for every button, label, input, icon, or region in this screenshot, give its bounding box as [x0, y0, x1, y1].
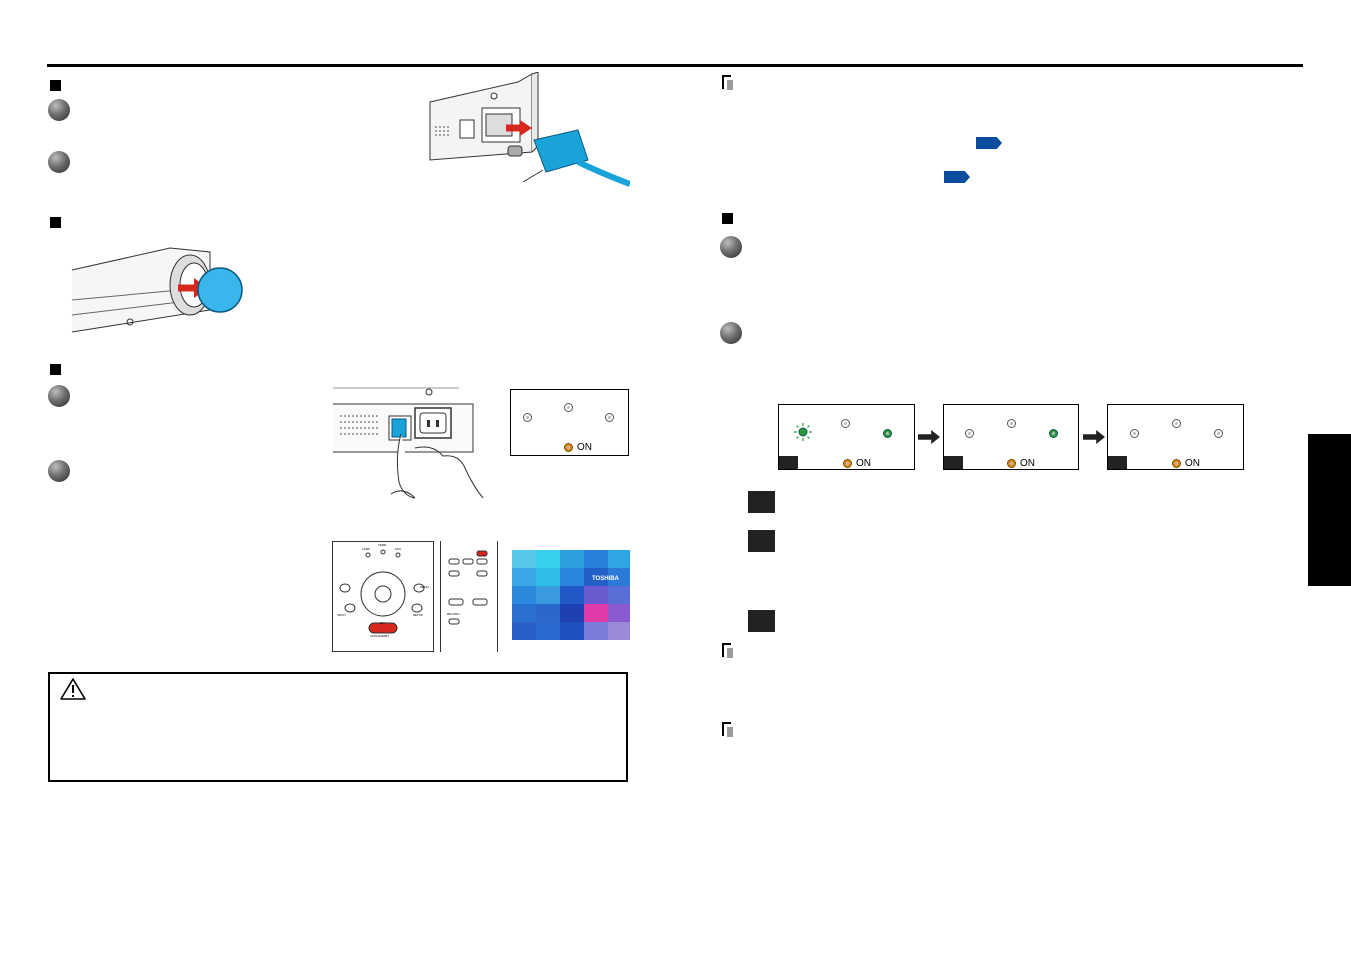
startup-screen-illustration: TOSHIBA — [512, 550, 630, 640]
power-switch-illustration — [333, 386, 505, 504]
step-bullet — [720, 236, 742, 258]
step-bullet — [720, 322, 742, 344]
fan-label: FAN — [395, 547, 401, 551]
section-marker — [50, 80, 61, 91]
power-led-label: ON — [1020, 458, 1035, 469]
indicator-led-left — [965, 429, 974, 438]
indicator-led-right — [1214, 429, 1223, 438]
input-label: INPUT — [337, 613, 346, 617]
step-bullet — [48, 460, 70, 482]
setup-label: SETUP — [413, 613, 424, 617]
warning-icon — [60, 678, 86, 700]
section-marker — [722, 213, 733, 224]
note-marker — [722, 75, 733, 90]
note-marker — [722, 643, 733, 658]
power-led-label: ON — [856, 458, 871, 469]
led-sequence-panel-2: ON — [943, 404, 1079, 470]
menu-label: MENU — [420, 585, 429, 589]
indicator-led-right — [605, 413, 614, 422]
indicator-led-left — [523, 413, 532, 422]
arrow-icon — [918, 430, 940, 444]
indicator-led-center — [841, 419, 850, 428]
step-badge — [748, 491, 775, 513]
indicator-led-right — [1049, 429, 1058, 438]
caution-box — [48, 672, 628, 782]
reference-tag-icon[interactable] — [976, 137, 1002, 149]
remote-illustration: RETURN — [440, 541, 498, 652]
temp-label: TEMP — [378, 543, 387, 547]
section-marker — [50, 217, 61, 228]
step-bullet — [48, 385, 70, 407]
led-sequence-panel-3: ON — [1107, 404, 1244, 470]
note-marker — [722, 722, 733, 737]
step-bullet — [48, 151, 70, 173]
led-sequence-panel-1: ON — [778, 404, 915, 470]
header-rule — [47, 64, 1303, 67]
step-number-badge — [944, 456, 963, 469]
power-led — [564, 443, 573, 452]
step-bullet — [48, 99, 70, 121]
arrow-icon — [1083, 430, 1105, 444]
lens-cap-illustration — [70, 240, 245, 335]
standby-label: ON/STANDBY — [370, 634, 390, 638]
indicator-led-center — [564, 403, 573, 412]
indicator-panel: ON — [510, 389, 629, 456]
indicator-led-center — [1172, 419, 1181, 428]
power-led — [1172, 459, 1181, 468]
on-label: ON — [380, 621, 385, 625]
power-led-label: ON — [577, 442, 592, 453]
step-badge — [748, 530, 775, 552]
indicator-led-left — [1130, 429, 1139, 438]
indicator-led-center — [1007, 419, 1016, 428]
power-led — [843, 459, 852, 468]
step-number-badge — [779, 456, 798, 469]
reference-tag-icon[interactable] — [944, 171, 970, 183]
chapter-tab — [1308, 434, 1351, 586]
step-number-badge — [1108, 456, 1127, 469]
return-label: RETURN — [447, 612, 460, 616]
power-led — [1007, 459, 1016, 468]
blinking-led-icon — [794, 423, 812, 441]
step-badge — [748, 610, 775, 632]
indicator-led-right — [883, 429, 892, 438]
power-led-label: ON — [1185, 458, 1200, 469]
splash-logo: TOSHIBA — [592, 576, 619, 582]
control-panel-illustration: LAMP TEMP FAN MENU INPUT SETUP ON ON/STA… — [332, 541, 434, 652]
lamp-label: LAMP — [362, 547, 371, 551]
power-cord-illustration — [428, 72, 630, 192]
section-marker — [50, 364, 61, 375]
